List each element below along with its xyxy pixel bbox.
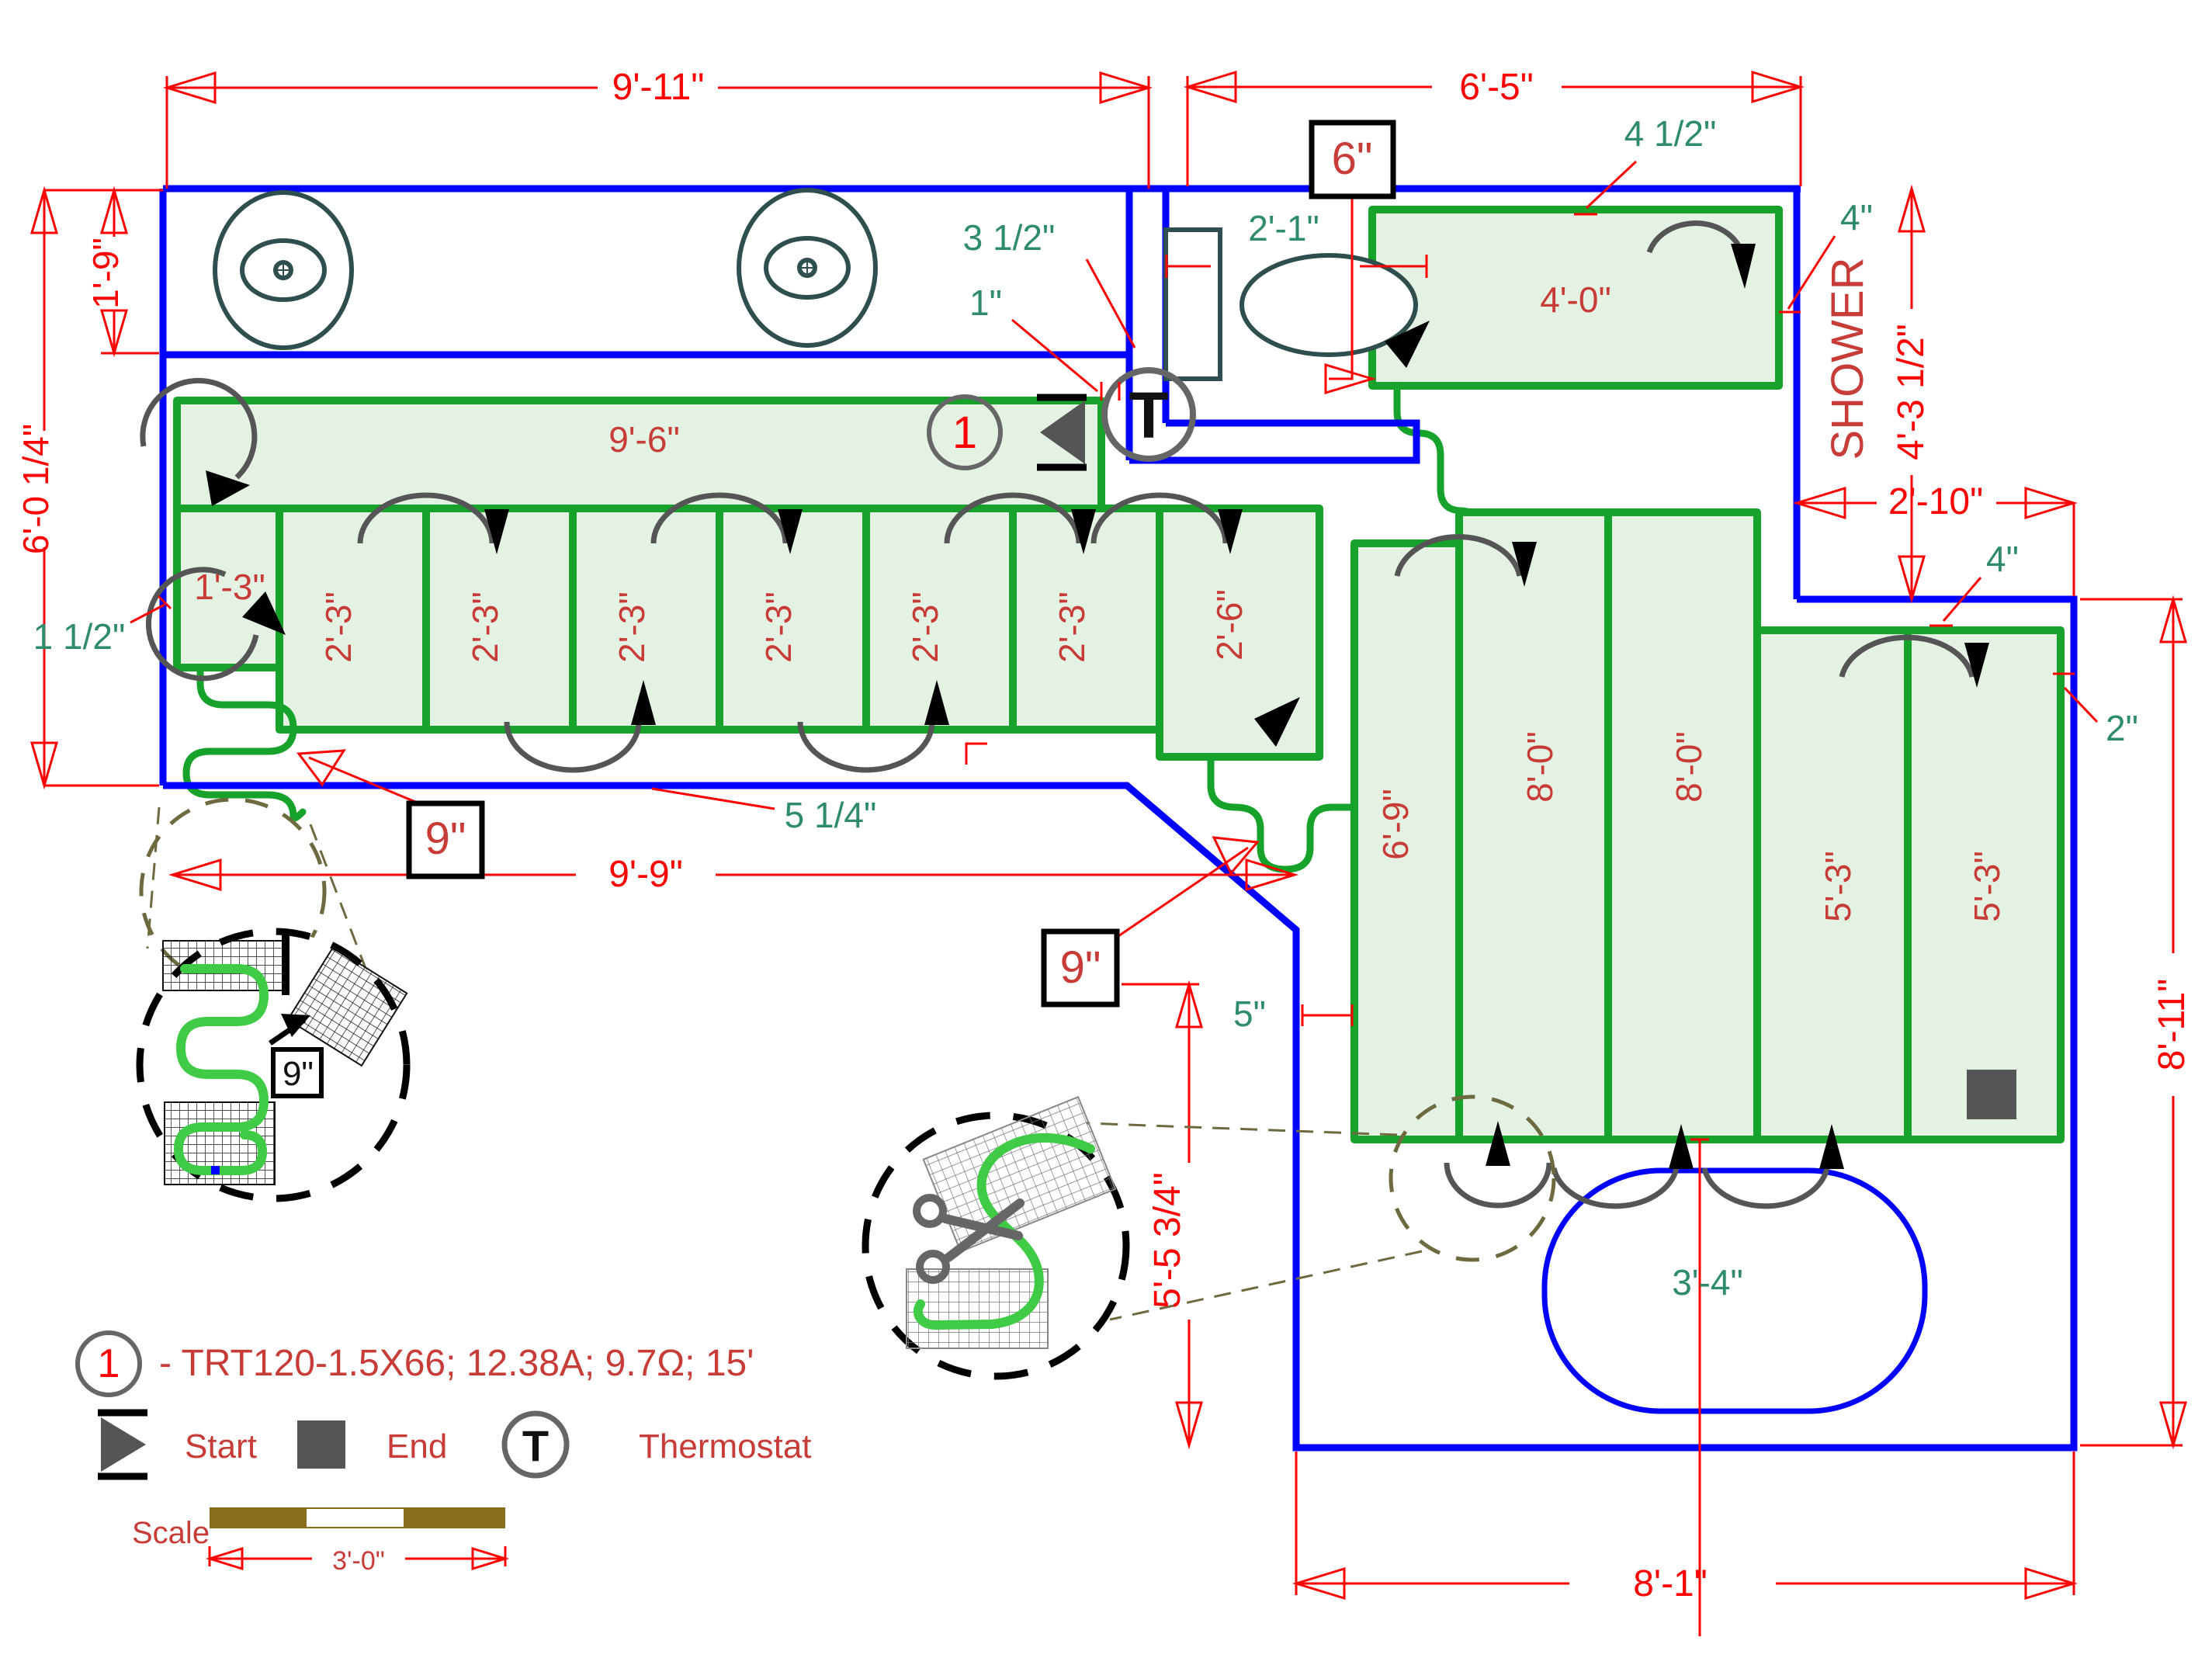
label-plan-circuit-1: 1 [952, 408, 977, 458]
legend [75, 1330, 570, 1571]
label-t-4-a: 4" [1840, 197, 1873, 238]
label-t-4-1-2: 4 1/2" [1624, 113, 1717, 154]
label-legend-spec: - TRT120-1.5X66; 12.38A; 9.7Ω; 15' [159, 1343, 754, 1384]
toilet-bowl [1239, 253, 1418, 357]
label-dim-4-3-12: 4'-3 1/2" [1891, 324, 1932, 460]
label-legend-thermostat: Thermostat [639, 1427, 812, 1465]
label-room-shower: SHOWER [1822, 258, 1873, 460]
label-mat-2-6: 2'-6" [1209, 589, 1250, 661]
thermostat-icon [1101, 367, 1196, 462]
label-mat-4-0: 4'-0" [1540, 279, 1611, 320]
detail-callouts [136, 797, 1556, 1380]
arrow-diag-icon [242, 591, 286, 635]
label-box-6: 6" [1332, 134, 1373, 184]
labels-layer: 9'-11" 6'-5" 1'-9" 6'-0 1/4" 2'-10" 4'-3 1/2"… [16, 67, 2193, 1604]
box-9in-mid [1041, 928, 1120, 1008]
plan-symbols [927, 367, 1196, 471]
label-t-2-1: 2'-1" [1248, 208, 1319, 248]
label-dim-9-11: 9'-11" [612, 67, 705, 108]
legend-circuit-circle [75, 1330, 142, 1397]
label-legend-scale: Scale [132, 1516, 210, 1550]
label-mat-2-3-5: 2'-3" [905, 591, 945, 663]
label-mat-8-0-b: 8'-0" [1669, 731, 1709, 803]
start-triangle-icon [1037, 394, 1087, 471]
dimension-lines [30, 70, 2187, 1636]
legend-start-icon [98, 1409, 147, 1480]
label-t-5-1-4: 5 1/4" [785, 795, 877, 835]
cable-start-serpentine [182, 664, 307, 822]
end-square-icon [1967, 1070, 2016, 1119]
label-t-4-b: 4" [1986, 539, 2019, 579]
scissors-icon [913, 1194, 1025, 1284]
label-mat-2-3-4: 2'-3" [758, 591, 799, 663]
label-mat-6-9: 6'-9" [1375, 789, 1416, 860]
arrow-into-shower-mat [1385, 321, 1430, 368]
label-dim-5-5-34: 5'-5 3/4" [1147, 1172, 1188, 1309]
cable-link-shower-to-block [1393, 382, 1475, 516]
label-legend-end: End [387, 1427, 447, 1465]
label-legend-circuit-1: 1 [98, 1341, 120, 1386]
boxed-labels [406, 120, 1396, 1008]
box-9in-left [406, 800, 485, 879]
label-legend-start: Start [185, 1427, 257, 1465]
label-t-5: 5" [1233, 994, 1266, 1034]
circuit-marker-circle [927, 394, 1003, 470]
label-detail-9: 9" [283, 1055, 314, 1093]
scale-bar [205, 1507, 510, 1571]
label-dim-1-9: 1'-9" [85, 238, 126, 309]
fixtures [213, 188, 1418, 381]
label-dim-8-1: 8'-1" [1633, 1563, 1708, 1604]
direction-arrows [140, 220, 2016, 1209]
label-plan-thermostat-t: T [1129, 379, 1168, 452]
label-mat-2-3-3: 2'-3" [612, 591, 652, 663]
label-t-2: 2" [2106, 708, 2138, 748]
detail-9in-box [271, 1047, 324, 1098]
label-dim-2-10: 2'-10" [1888, 481, 1983, 522]
label-legend-thermostat-t: T [522, 1421, 549, 1470]
toilet-tank [1163, 227, 1222, 381]
label-mat-5-3-a: 5'-3" [1818, 851, 1858, 922]
label-box-9-b: 9" [1060, 942, 1101, 993]
label-t-1-1-2: 1 1/2" [33, 616, 126, 657]
label-mat-9-6: 9'-6" [608, 419, 680, 460]
label-mat-2-3-6: 2'-3" [1052, 591, 1092, 663]
detail-mesh-spacing [136, 928, 411, 1202]
label-mat-1-3: 1'-3" [194, 567, 265, 607]
arrow-into-2-6 [1254, 697, 1300, 747]
plan-detail-circle-right [1389, 1094, 1556, 1262]
label-dim-9-9: 9'-9" [608, 854, 683, 895]
cable-link-columns-to-block [1207, 753, 1358, 873]
box-6in [1309, 120, 1396, 199]
label-t-3-4: 3'-4" [1672, 1262, 1743, 1302]
label-dim-8-11: 8'-11" [2151, 979, 2193, 1071]
label-t-1: 1" [969, 283, 1002, 323]
label-mat-5-3-b: 5'-3" [1967, 851, 2007, 922]
label-dim-6-5: 6'-5" [1459, 67, 1534, 108]
label-mat-8-0-a: 8'-0" [1520, 731, 1560, 803]
label-legend-scale-dim: 3'-0" [332, 1546, 385, 1576]
label-t-3-1-2: 3 1/2" [963, 217, 1056, 258]
legend-end-icon [297, 1420, 345, 1469]
detail-cut-mesh [862, 1095, 1130, 1380]
legend-thermostat-icon [501, 1410, 570, 1479]
heating-mats [173, 206, 2065, 1143]
arrow-right-icon [206, 470, 250, 506]
label-box-9-a: 9" [425, 813, 466, 864]
label-mat-2-3-1: 2'-3" [318, 591, 359, 663]
label-mat-2-3-2: 2'-3" [465, 591, 505, 663]
bathtub [1541, 1167, 1928, 1414]
label-dim-6-0-14: 6'-0 1/4" [16, 424, 56, 554]
